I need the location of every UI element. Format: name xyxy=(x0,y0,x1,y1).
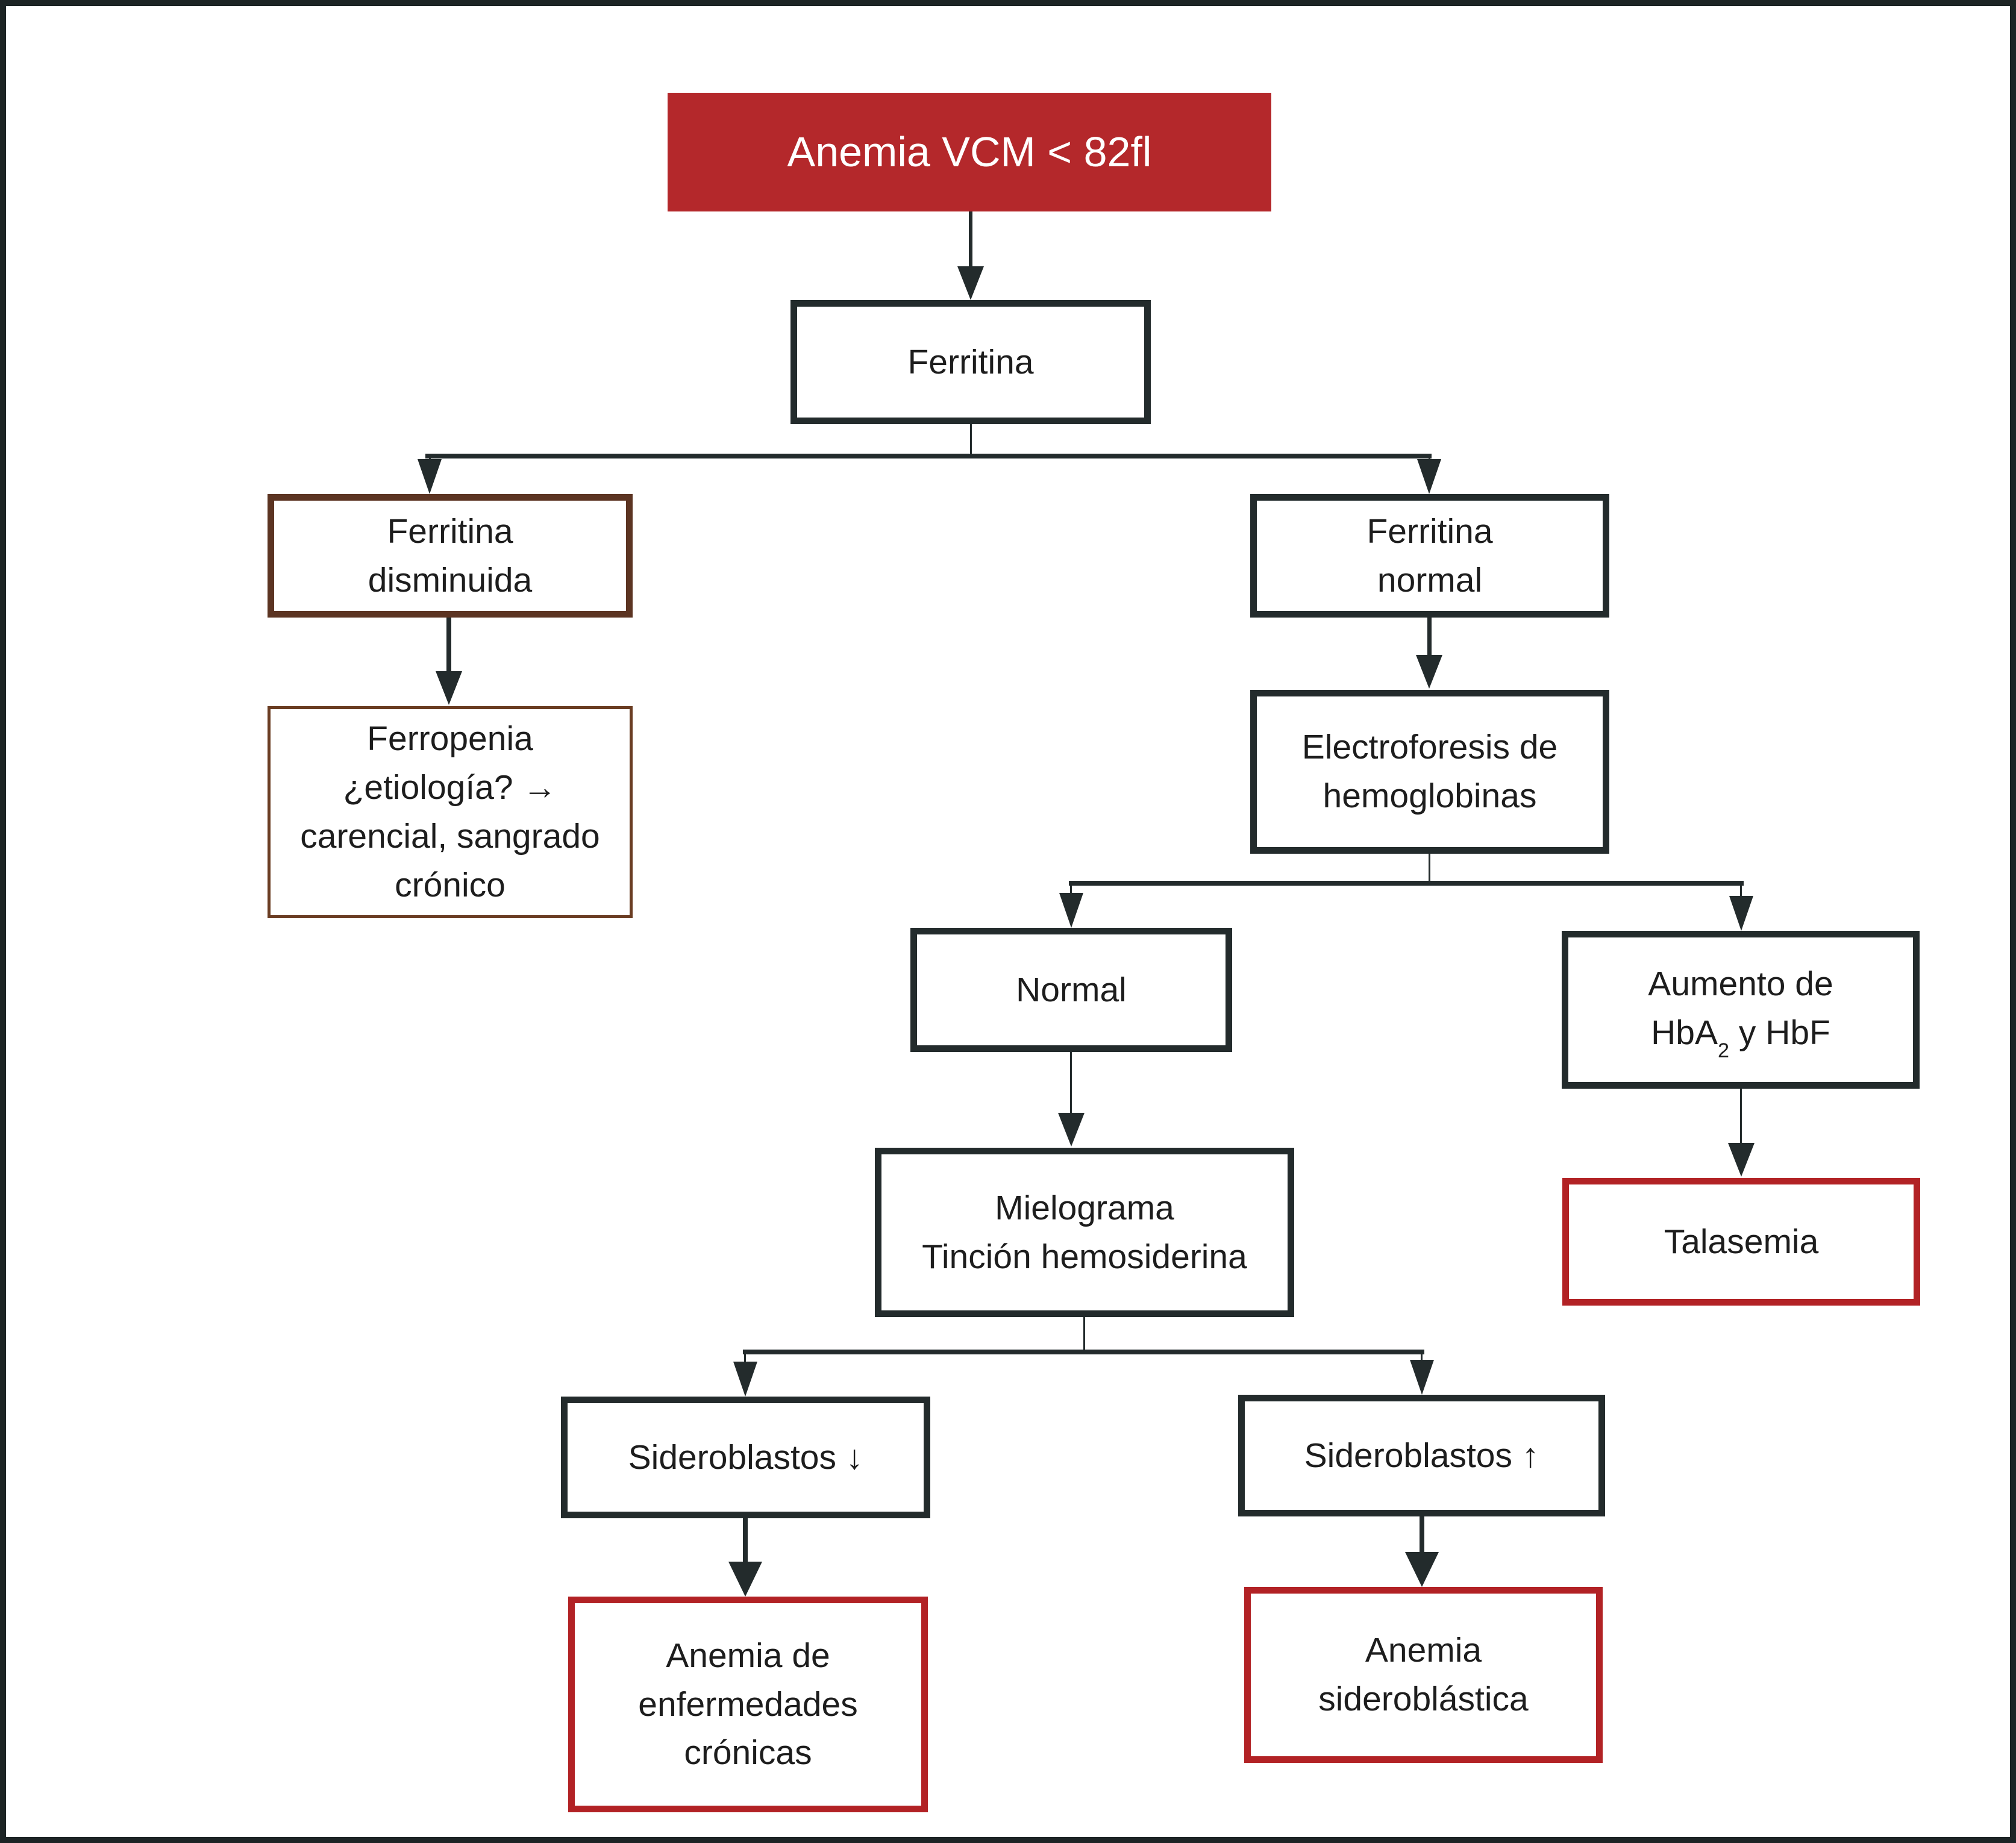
node-ferritina-disminuida: Ferritina disminuida xyxy=(268,494,633,618)
arrowhead-mielograma-sideroblastos-altos-icon xyxy=(1410,1360,1434,1395)
node-aumento-line2-pre: HbA xyxy=(1651,1013,1718,1052)
connector-electroforesis-branch-stem xyxy=(1429,854,1430,881)
arrowhead-ferritina-disminuida-icon xyxy=(418,459,442,494)
node-anemia-enfermedades-cronicas: Anemia de enfermedades crónicas xyxy=(568,1597,928,1812)
arrowhead-sidaltos-anemia-sidero-icon xyxy=(1405,1552,1439,1587)
node-ferritina-normal-line2: normal xyxy=(1377,560,1483,599)
node-ferropenia: Ferropenia ¿etiología? → carencial, sang… xyxy=(268,706,633,918)
connector-mielograma-branch-bar xyxy=(743,1350,1424,1354)
node-ferritina-disminuida-line2: disminuida xyxy=(368,560,533,599)
connector-electroforesis-branch-bar xyxy=(1069,881,1744,886)
node-electroforesis-line2: hemoglobinas xyxy=(1323,777,1537,815)
connector-sidaltos-anemia-sidero-line xyxy=(1420,1516,1424,1553)
connector-sidbajos-anemia-cronicas-line xyxy=(743,1518,748,1563)
arrowhead-disminuida-ferropenia-icon xyxy=(436,671,462,705)
node-electroforesis: Electroforesis de hemoglobinas xyxy=(1250,690,1609,854)
connector-branch-sideroblastos-altos-stub xyxy=(1421,1354,1423,1361)
node-ferritina-normal-line1: Ferritina xyxy=(1366,512,1493,551)
connector-ferritina-branch-bar xyxy=(425,454,1432,458)
node-talasemia: Talasemia xyxy=(1562,1178,1920,1306)
node-anemia-vcm-title-text: Anemia VCM < 82fl xyxy=(787,128,1152,175)
arrowhead-electroforesis-normal-icon xyxy=(1059,893,1083,928)
connector-normal-electroforesis-line xyxy=(1427,618,1432,656)
connector-ferritina-branch-stem xyxy=(970,424,972,454)
node-ferritina-disminuida-line1: Ferritina xyxy=(387,512,513,551)
node-aumento-line2-subscript: 2 xyxy=(1718,1039,1730,1062)
node-anemia-sideroblastica-line1: Anemia xyxy=(1365,1631,1482,1670)
node-sideroblastos-bajos-text: Sideroblastos ↓ xyxy=(628,1438,863,1477)
node-sideroblastos-altos: Sideroblastos ↑ xyxy=(1238,1395,1605,1516)
node-ferropenia-line3: carencial, sangrado xyxy=(300,817,600,856)
node-normal-text: Normal xyxy=(1016,970,1127,1009)
node-aumento-line2: HbA2 y HbF xyxy=(1651,1009,1830,1062)
node-anemia-sideroblastica: Anemia sideroblástica xyxy=(1244,1587,1603,1763)
node-normal: Normal xyxy=(910,928,1232,1052)
arrowhead-sidbajos-anemia-cronicas-icon xyxy=(728,1562,762,1597)
node-mielograma-line2: Tinción hemosiderina xyxy=(922,1237,1247,1276)
node-anemia-cronicas-line1: Anemia de xyxy=(666,1636,830,1675)
arrowhead-electroforesis-aumento-icon xyxy=(1729,896,1753,931)
node-ferropenia-line1: Ferropenia xyxy=(367,719,533,759)
arrowhead-normal-electroforesis-icon xyxy=(1416,655,1442,689)
connector-title-ferritina-line xyxy=(969,211,972,266)
node-ferritina-text: Ferritina xyxy=(907,342,1034,381)
node-anemia-vcm-title: Anemia VCM < 82fl xyxy=(668,93,1271,211)
node-electroforesis-line1: Electroforesis de xyxy=(1301,728,1558,767)
node-mielograma: Mielograma Tinción hemosiderina xyxy=(875,1148,1294,1317)
node-sideroblastos-bajos: Sideroblastos ↓ xyxy=(561,1397,930,1518)
arrowhead-normal-mielograma-icon xyxy=(1058,1113,1085,1147)
node-anemia-cronicas-line3: crónicas xyxy=(684,1733,812,1773)
connector-aumento-talasemia-line xyxy=(1740,1089,1742,1144)
node-mielograma-line1: Mielograma xyxy=(995,1188,1174,1227)
node-talasemia-text: Talasemia xyxy=(1664,1222,1819,1261)
connector-branch-aumento-stub xyxy=(1740,886,1742,897)
node-ferropenia-line4: crónico xyxy=(395,865,506,904)
node-ferritina-normal: Ferritina normal xyxy=(1250,494,1609,618)
arrowhead-aumento-talasemia-icon xyxy=(1728,1143,1755,1177)
connector-normal-mielograma-line xyxy=(1070,1052,1072,1114)
connector-mielograma-branch-stem xyxy=(1083,1317,1085,1350)
node-aumento-line1: Aumento de xyxy=(1648,965,1833,1004)
node-anemia-sideroblastica-line2: sideroblástica xyxy=(1318,1680,1529,1718)
node-ferropenia-line2: ¿etiología? → xyxy=(343,768,557,807)
arrowhead-mielograma-sideroblastos-bajos-icon xyxy=(733,1362,757,1397)
arrowhead-title-ferritina-icon xyxy=(957,266,984,300)
node-aumento-hba2-hbf: Aumento de HbA2 y HbF xyxy=(1562,931,1920,1089)
connector-branch-normal-result-stub xyxy=(1070,886,1072,894)
node-sideroblastos-altos-text: Sideroblastos ↑ xyxy=(1304,1436,1539,1475)
connector-branch-sideroblastos-bajos-stub xyxy=(744,1354,746,1363)
node-ferritina: Ferritina xyxy=(790,300,1151,424)
node-anemia-cronicas-line2: enfermedades xyxy=(638,1685,858,1724)
node-aumento-line2-post: y HbF xyxy=(1729,1013,1830,1052)
connector-disminuida-ferropenia-line xyxy=(446,618,451,671)
arrowhead-ferritina-normal-icon xyxy=(1417,459,1441,494)
